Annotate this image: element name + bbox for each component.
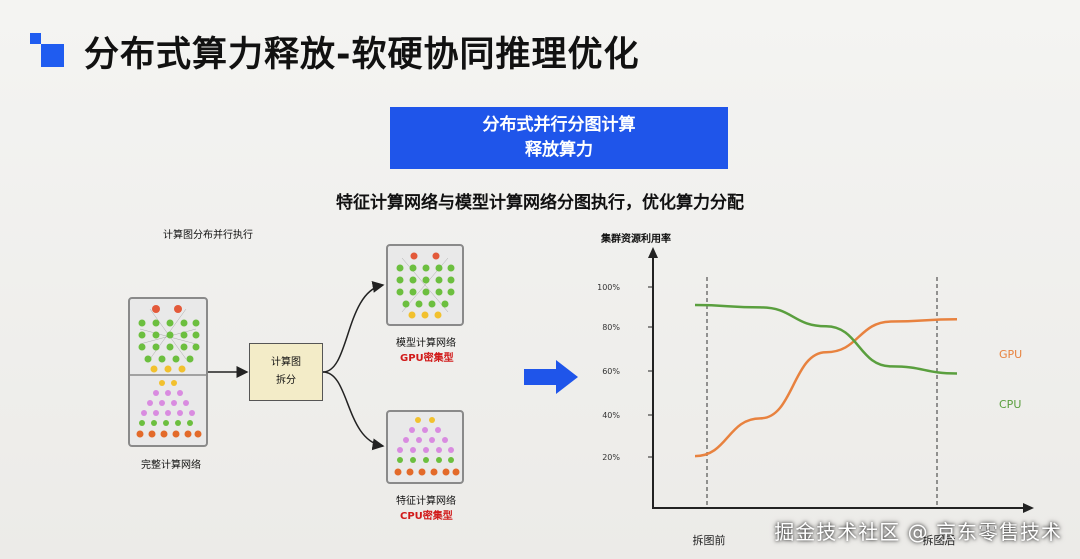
- banner-line-1: 分布式并行分图计算: [482, 115, 636, 135]
- gpu-intensive-tag: GPU密集型: [400, 353, 454, 364]
- full-network-label: 完整计算网络: [141, 460, 201, 471]
- arrow-to-model-net: [322, 281, 385, 373]
- y-tick-label: 60%: [602, 367, 620, 376]
- series-label-gpu: GPU: [999, 348, 1022, 361]
- full-network-graph: [130, 305, 206, 438]
- y-tick-label: 20%: [602, 453, 620, 462]
- highlight-banner: 分布式并行分图计算 释放算力: [390, 107, 728, 169]
- x-label: 拆图前: [693, 533, 726, 547]
- slide-subtitle: 特征计算网络与模型计算网络分图执行，优化算力分配: [336, 193, 744, 213]
- logo-square-large: [41, 44, 64, 67]
- feature-network-box: [386, 410, 464, 484]
- logo-square-small: [30, 33, 41, 44]
- split-box-line-2: 拆分: [276, 375, 296, 386]
- series-label-cpu: CPU: [999, 398, 1021, 411]
- watermark: 掘金技术社区 @ 京东零售技术: [774, 520, 1062, 544]
- banner-line-2: 释放算力: [525, 140, 593, 160]
- y-tick-label: 80%: [602, 323, 620, 332]
- model-network-label: 模型计算网络: [396, 338, 456, 349]
- split-box-line-1: 计算图: [271, 357, 301, 368]
- arrow-to-feature-net: [322, 371, 385, 451]
- page-title: 分布式算力释放-软硬协同推理优化: [84, 35, 640, 75]
- model-network-graph: [396, 252, 455, 319]
- y-tick-label: 40%: [602, 411, 620, 420]
- feature-network-graph: [394, 417, 460, 476]
- model-network-box: [386, 244, 464, 326]
- chart-axes: [648, 247, 1034, 513]
- x-label: 拆图后: [923, 533, 956, 547]
- series-line-cpu: [694, 303, 958, 375]
- x-axis-arrowhead: [1023, 503, 1034, 513]
- y-axis-arrowhead: [648, 247, 658, 258]
- chart-title: 集群资源利用率: [600, 232, 671, 245]
- full-network-model-part: [138, 305, 200, 373]
- big-blue-arrow: [524, 360, 578, 394]
- graph-split-box: 计算图 拆分: [249, 343, 323, 401]
- section-label: 计算图分布并行执行: [163, 230, 253, 241]
- full-network-box: [128, 297, 208, 447]
- y-tick-label: 100%: [597, 283, 620, 292]
- full-network-feature-part: [136, 380, 202, 438]
- feature-network-label: 特征计算网络: [396, 496, 456, 507]
- series-line-gpu: [694, 317, 958, 458]
- cpu-intensive-tag: CPU密集型: [400, 511, 453, 522]
